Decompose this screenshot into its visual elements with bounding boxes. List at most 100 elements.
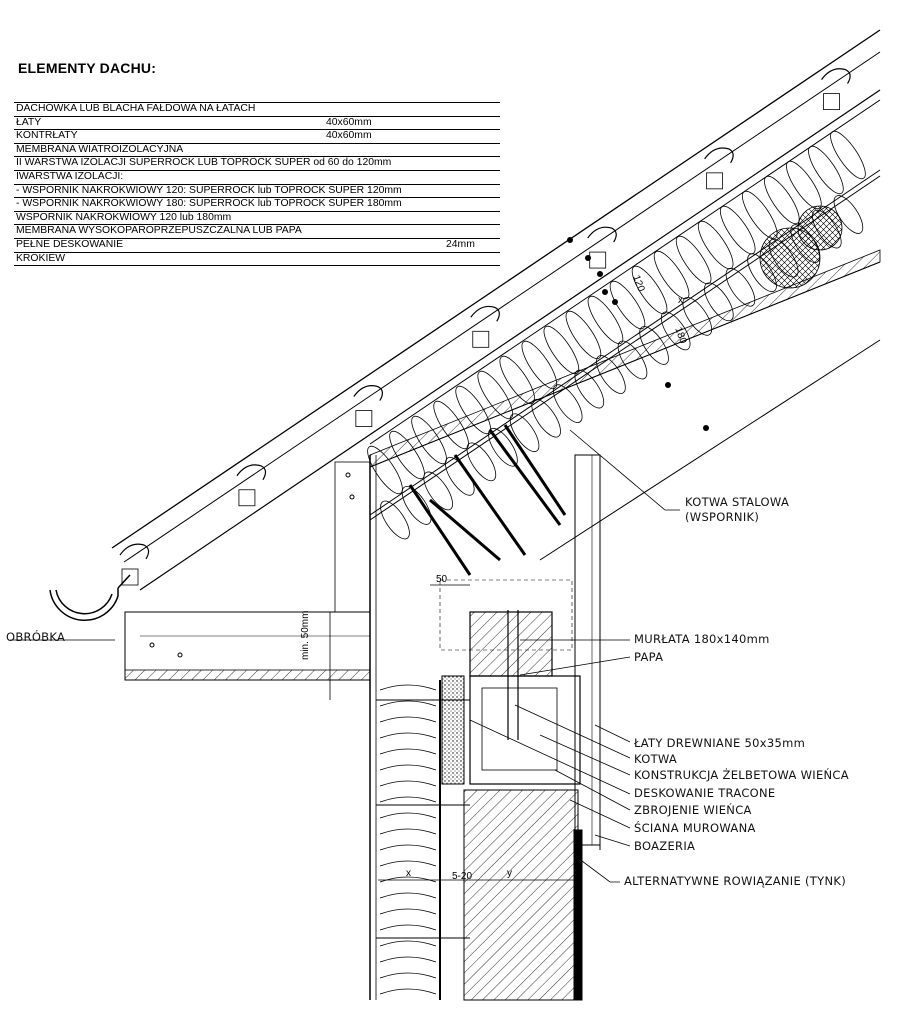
insulation-loop — [367, 445, 403, 495]
layer-name: WSPORNIK NAKROKWIOWY 120 lub 180mm — [16, 211, 232, 223]
layer-row: MEMBRANA WIATROIZOLACYJNA — [14, 144, 500, 158]
wall-section — [369, 454, 601, 1001]
layer-name: II WARSTWA IZOLACJI SUPERROCK LUB TOPROC… — [16, 157, 392, 169]
insulation-loop — [509, 413, 540, 453]
batten — [355, 410, 373, 427]
wall-insulation-loop — [379, 700, 437, 707]
steel-anchor-screws — [408, 424, 567, 576]
roof-tile — [119, 543, 150, 560]
dimension-gap: 5-20 — [452, 871, 473, 882]
label-deskowanie: DESKOWANIE TRACONE — [634, 786, 776, 800]
insulation-loop — [833, 195, 864, 234]
insulation-loop — [675, 235, 712, 285]
insulation-loop — [477, 370, 513, 420]
label-kotwa-stalowa: KOTWA STALOWA — [685, 495, 790, 509]
wall-insulation-loop — [379, 892, 437, 899]
insulation-loop — [574, 369, 605, 409]
roof-tile — [470, 305, 500, 322]
wall-insulation-loop — [379, 812, 437, 819]
roof-tile — [821, 68, 851, 84]
label-sciana: ŚCIANA MUROWANA — [634, 821, 756, 835]
layer-row: WSPORNIK NAKROKWIOWY 120 lub 180mm — [14, 212, 500, 226]
dimension-y: y — [507, 868, 512, 879]
layer-row: DACHÓWKA LUB BLACHA FAŁDOWA NA ŁATACH — [14, 102, 500, 117]
insulation-loop — [786, 160, 822, 210]
wall-insulation-loop — [379, 684, 437, 691]
wall-insulation-loop — [379, 860, 437, 867]
label-zbrojenie: ZBROJENIE WIEŃCA — [634, 803, 752, 817]
insulation-loop — [631, 265, 668, 315]
layer-name: MEMBRANA WIATROIZOLACYJNA — [16, 143, 184, 155]
dimension-min-50: min. 50mm — [300, 610, 311, 660]
insulation-loop — [682, 297, 713, 336]
label-laty-drewniane: ŁATY DREWNIANE 50x35mm — [634, 736, 806, 750]
batten — [589, 251, 607, 269]
dimension-50: 50 — [436, 574, 448, 585]
layer-row: MEMBRANA WYSOKOPAROPRZEPUSZCZALNA LUB PA… — [14, 225, 500, 239]
wall-insulation-loop — [379, 732, 437, 739]
wall-insulation-loop — [379, 716, 437, 723]
roof-tile — [587, 226, 617, 243]
layer-name: DACHÓWKA LUB BLACHA FAŁDOWA NA ŁATACH — [16, 103, 256, 114]
insulation-upper — [367, 130, 866, 495]
insulation-loop — [499, 355, 536, 405]
batten — [706, 172, 724, 190]
wall-insulation-loop — [379, 780, 437, 787]
wall-insulation-loop — [379, 748, 437, 755]
batten — [472, 330, 490, 348]
insulation-loop — [380, 500, 410, 540]
dimension-x-top: x — [678, 295, 683, 306]
roof-tile — [236, 464, 267, 481]
wall-insulation-loop — [379, 908, 437, 915]
insulation-loop — [609, 280, 646, 330]
label-konstrukcja: KONSTRUKCJA ŻELBETOWA WIEŃCA — [634, 768, 849, 782]
layer-name: PEŁNE DESKOWANIE — [16, 238, 124, 250]
layer-row: - WSPORNIK NAKROKWIOWY 120: SUPERROCK lu… — [14, 185, 500, 199]
wall-insulation-loop — [379, 940, 437, 947]
layer-name: KROKIEW — [16, 252, 66, 264]
insulation-loop — [697, 220, 734, 270]
layer-row: - WSPORNIK NAKROKWIOWY 180: SUPERROCK lu… — [14, 198, 500, 212]
eaves-soffit — [124, 461, 371, 681]
insulation-loop — [401, 486, 432, 525]
gutter — [49, 574, 131, 621]
insulation-loop — [543, 325, 580, 375]
insulation-loop — [639, 326, 669, 365]
layer-row: KROKIEW — [14, 253, 500, 267]
insulation-loop — [704, 282, 734, 322]
detail-dots — [567, 237, 709, 431]
layer-name: - WSPORNIK NAKROKWIOWY 120: SUPERROCK lu… — [16, 184, 402, 196]
label-kotwa: KOTWA — [634, 752, 678, 766]
wall-insulation-loop — [379, 844, 437, 851]
insulation-loop — [725, 267, 756, 307]
drawing-title: ELEMENTY DACHU: — [18, 60, 157, 76]
insulation-loop — [552, 384, 583, 423]
layer-row: IWARSTWA IZOLACJI: — [14, 171, 500, 185]
insulation-loop — [389, 430, 425, 480]
insulation-loop — [531, 398, 561, 438]
label-alternatywne: ALTERNATYWNE ROWIĄZANIE (TYNK) — [624, 874, 846, 888]
insulation-loop — [660, 311, 691, 351]
roof-tile — [704, 147, 734, 164]
insulation-loop — [587, 295, 624, 345]
wall-insulation-loop — [379, 828, 437, 835]
insulation-loop — [617, 340, 648, 380]
layer-spec: 40x60mm — [326, 116, 372, 128]
insulation-loop — [719, 205, 756, 255]
layer-row: PEŁNE DESKOWANIE 24mm — [14, 239, 500, 253]
layer-name: KONTRŁATY — [16, 130, 78, 142]
wall-insulation-loop — [379, 956, 437, 963]
wall-insulation-loop — [379, 876, 437, 883]
wall-insulation-loop — [379, 972, 437, 979]
wall-insulation-loop — [379, 924, 437, 931]
roof-tile — [353, 385, 383, 401]
wall-insulation — [379, 684, 437, 995]
insulation-loop — [565, 310, 602, 360]
wall-insulation-loop — [379, 796, 437, 803]
layer-spec: 24mm — [446, 238, 475, 250]
insulation-loop — [653, 250, 690, 300]
insulation-loop — [808, 145, 844, 195]
